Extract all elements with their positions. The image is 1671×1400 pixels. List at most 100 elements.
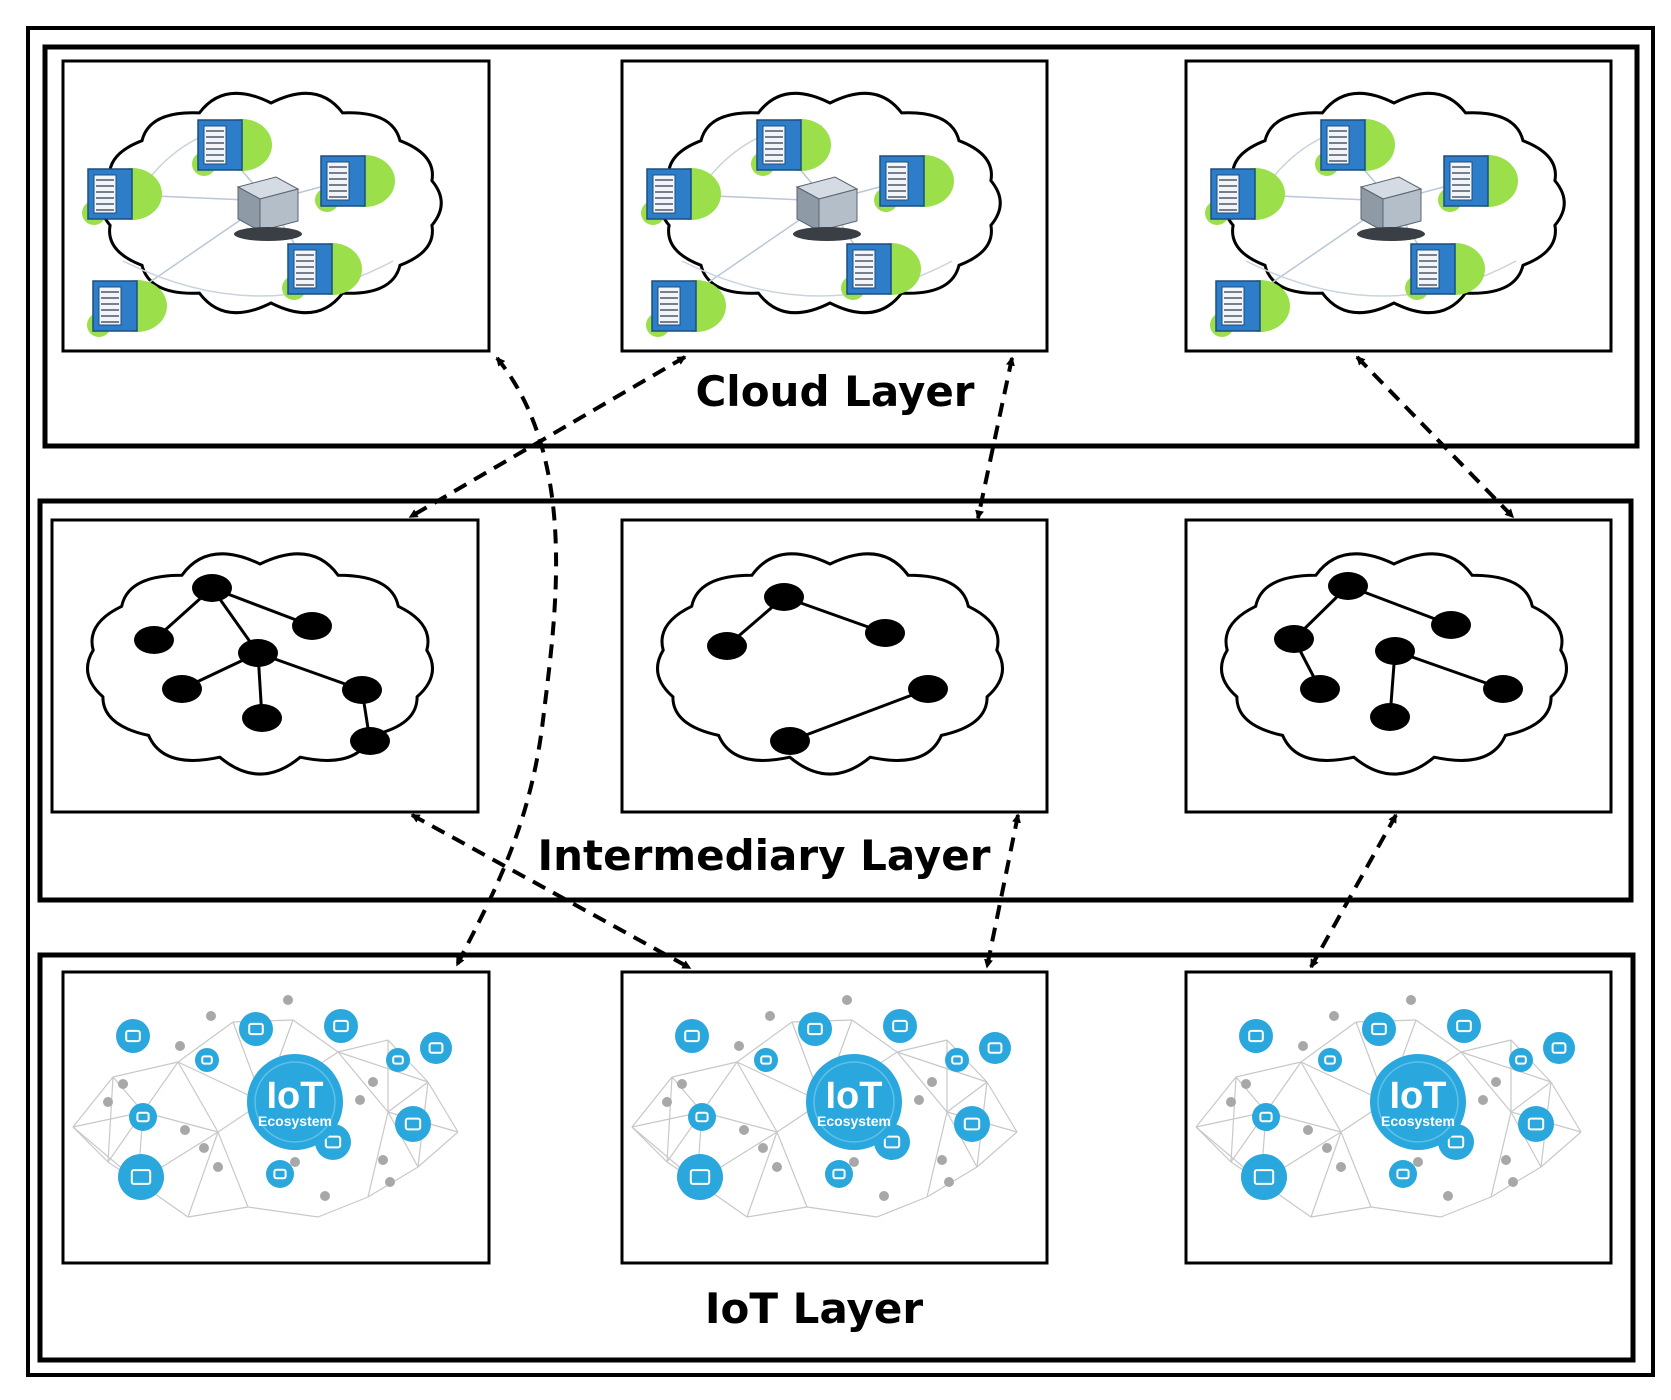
mesh-node	[765, 1011, 775, 1021]
iot-device-icon	[195, 1048, 219, 1072]
iot-device-icon	[395, 1106, 431, 1142]
iot-badge-title: IoT	[826, 1075, 883, 1117]
iot-device-icon	[1241, 1154, 1287, 1200]
network-node	[908, 675, 948, 703]
intermediary-panel-3	[1184, 518, 1613, 814]
mesh-node	[103, 1097, 113, 1107]
iot-device-icon	[1362, 1012, 1396, 1046]
iot-device-icon	[979, 1032, 1011, 1064]
arrow-cloud2-inter2	[975, 356, 1015, 520]
iot-device-icon	[677, 1154, 723, 1200]
iot-device-icon	[1252, 1103, 1280, 1131]
cloud-network-3	[1205, 91, 1566, 337]
mesh-node	[662, 1097, 672, 1107]
server-rack-icon	[874, 155, 954, 212]
iot-layer-label: IoT Layer	[705, 1284, 923, 1333]
iot-device-icon	[324, 1009, 358, 1043]
network-node	[1483, 675, 1523, 703]
network-node	[1370, 703, 1410, 731]
iot-panel-1	[61, 970, 491, 1265]
server-rack-icon	[1205, 168, 1285, 225]
iot-device-icon	[1389, 1160, 1417, 1188]
mesh-node	[849, 1157, 859, 1167]
server-rack-icon	[646, 280, 726, 337]
mesh-node	[734, 1041, 744, 1051]
mesh-node	[944, 1177, 954, 1187]
network-node	[1328, 572, 1368, 600]
mesh-node	[320, 1191, 330, 1201]
iot-device-icon	[754, 1048, 778, 1072]
mesh-node	[1501, 1155, 1511, 1165]
mesh-node	[1413, 1157, 1423, 1167]
iot-device-icon	[675, 1019, 709, 1053]
mesh-node	[378, 1155, 388, 1165]
server-rack-icon	[282, 243, 362, 300]
iot-panels	[61, 970, 1613, 1265]
server-rack-icon	[1210, 280, 1290, 337]
network-node	[350, 727, 390, 755]
intermediary-network-3	[1219, 552, 1569, 776]
iot-device-icon	[883, 1009, 917, 1043]
mesh-node	[206, 1011, 216, 1021]
network-edge	[1394, 649, 1504, 691]
iot-device-icon	[118, 1154, 164, 1200]
intermediary-layer-label: Intermediary Layer	[538, 831, 991, 880]
iot-device-icon	[239, 1012, 273, 1046]
iot-device-icon	[1239, 1019, 1273, 1053]
iot-device-icon	[798, 1012, 832, 1046]
mesh-node	[879, 1191, 889, 1201]
server-rack-icon	[641, 168, 721, 225]
network-node	[865, 619, 905, 647]
server-rack-icon	[87, 280, 167, 337]
arrow-inter1-iot2	[410, 813, 692, 970]
mesh-node	[175, 1041, 185, 1051]
network-node	[1431, 611, 1471, 639]
iot-badge-title: IoT	[267, 1075, 324, 1117]
network-node	[238, 639, 278, 667]
network-node	[242, 704, 282, 732]
server-rack-icon	[1438, 155, 1518, 212]
network-node	[162, 675, 202, 703]
connection-arrows	[408, 355, 1515, 970]
cloud-layer-frame	[42, 44, 1640, 449]
mesh-node	[1336, 1162, 1346, 1172]
mesh-node	[677, 1079, 687, 1089]
server-rack-icon	[751, 119, 831, 176]
intermediary-panel-2	[620, 518, 1049, 814]
server-rack-icon	[315, 155, 395, 212]
mesh-node	[1241, 1079, 1251, 1089]
network-edge	[789, 687, 929, 743]
server-rack-icon	[841, 243, 921, 300]
cloud-network-1	[82, 91, 443, 337]
server-rack-icon	[1315, 119, 1395, 176]
iot-device-icon	[1318, 1048, 1342, 1072]
mesh-node	[1478, 1095, 1488, 1105]
mesh-node	[355, 1095, 365, 1105]
cloud-outline	[655, 552, 1005, 776]
mesh-node	[1329, 1011, 1339, 1021]
iot-device-icon	[266, 1160, 294, 1188]
central-building-icon	[1357, 176, 1425, 241]
cloud-panel-1	[61, 59, 491, 353]
arrow-inter3-iot3	[1309, 813, 1398, 969]
intermediary-network-1	[85, 552, 435, 776]
central-building-icon	[234, 176, 302, 241]
server-rack-icon	[1405, 243, 1485, 300]
iot-badge-subtitle: Ecosystem	[1381, 1113, 1455, 1129]
network-node	[134, 626, 174, 654]
iot-badge-subtitle: Ecosystem	[258, 1113, 332, 1129]
mesh-node	[758, 1143, 768, 1153]
iot-badge-title: IoT	[1390, 1075, 1447, 1117]
arrow-inter2-iot2	[984, 813, 1021, 969]
network-node	[342, 676, 382, 704]
outer-frame	[26, 26, 1655, 1377]
iot-badge-subtitle: Ecosystem	[817, 1113, 891, 1129]
iot-device-icon	[688, 1103, 716, 1131]
cloud-panel-2	[620, 59, 1049, 353]
arrow-cloud2-inter1	[408, 355, 687, 519]
mesh-node	[368, 1077, 378, 1087]
mesh-node	[1406, 995, 1416, 1005]
